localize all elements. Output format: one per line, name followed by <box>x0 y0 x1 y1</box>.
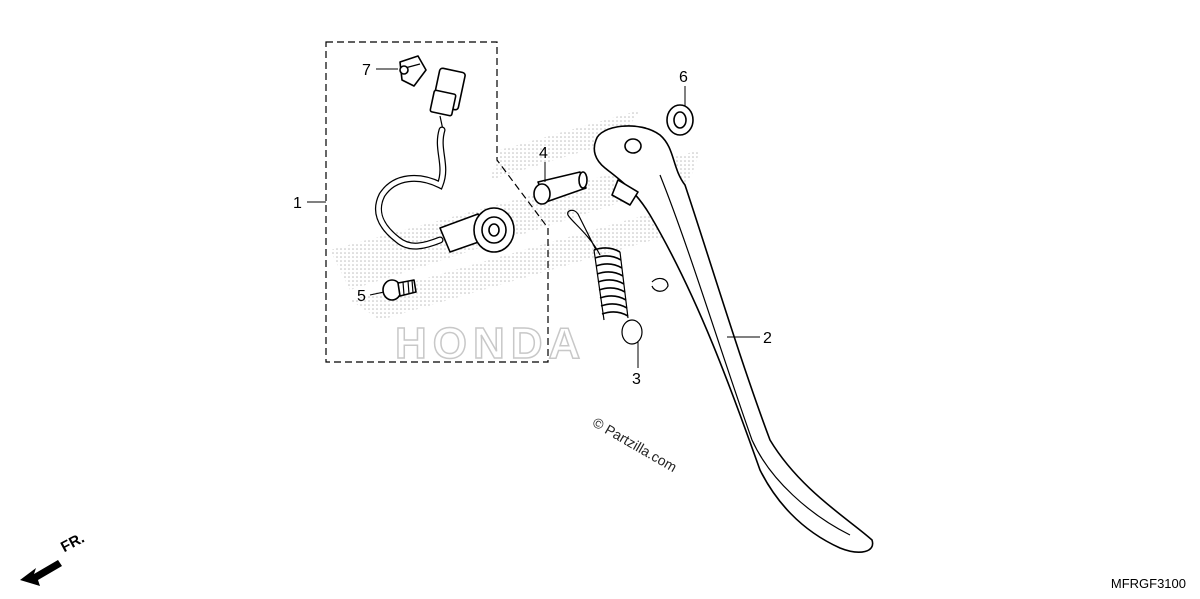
leader-line-5 <box>369 291 385 296</box>
diagram-code: MFRGF3100 <box>1110 576 1186 591</box>
honda-wing-watermark <box>330 110 700 320</box>
callout-7[interactable]: 7 <box>362 62 371 79</box>
callout-1[interactable]: 1 <box>293 195 302 212</box>
side-stand-part-2[interactable] <box>593 125 874 553</box>
nut-part-6[interactable] <box>666 104 694 136</box>
spring-part-3[interactable] <box>567 209 643 345</box>
bolt-part-5[interactable] <box>382 279 417 301</box>
honda-watermark-text: HONDA <box>395 319 586 368</box>
callout-2[interactable]: 2 <box>763 330 772 347</box>
callout-3[interactable]: 3 <box>632 371 641 388</box>
front-direction-arrow-icon <box>20 560 62 586</box>
callout-5[interactable]: 5 <box>357 288 366 305</box>
pivot-bolt-part-4[interactable] <box>533 171 588 205</box>
callout-6[interactable]: 6 <box>679 69 688 86</box>
assembly-group-box <box>325 41 549 363</box>
callout-4[interactable]: 4 <box>539 145 548 162</box>
connector-clip-part-7[interactable] <box>399 55 427 87</box>
side-stand-switch-part-1[interactable] <box>374 67 515 253</box>
